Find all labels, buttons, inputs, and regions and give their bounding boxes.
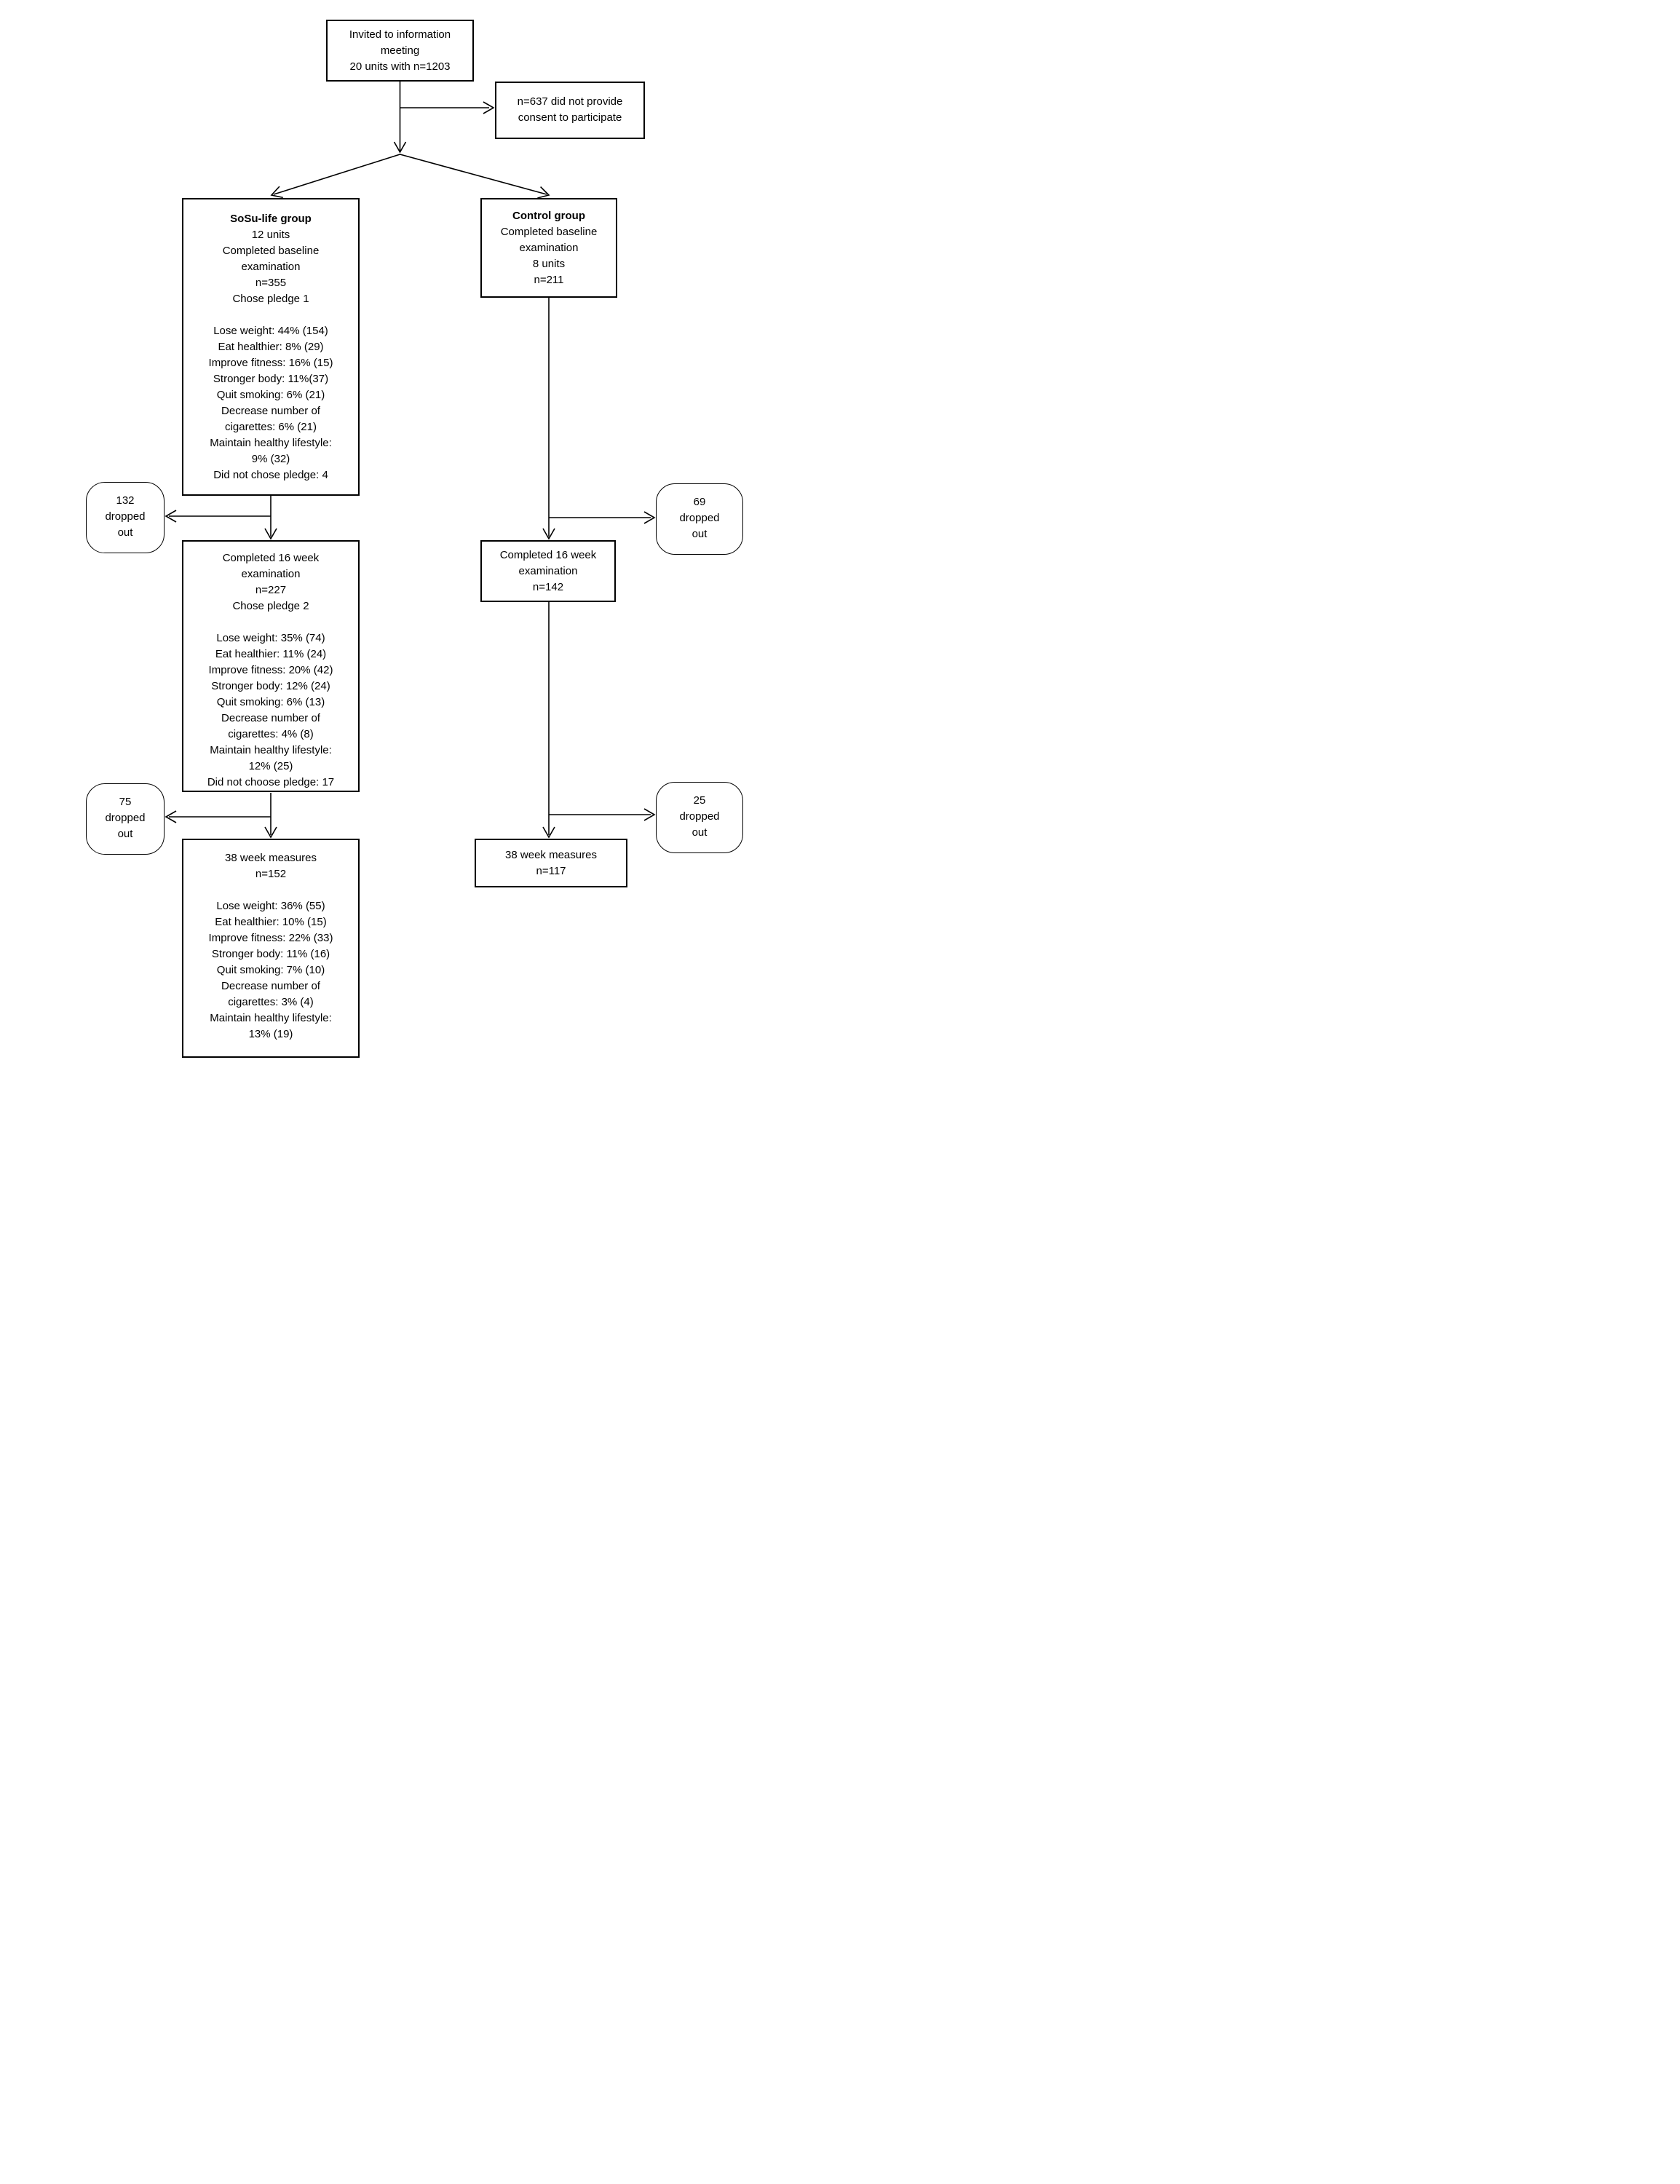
connector-dropout-69-branch [549,511,656,524]
arrowhead-down-icon [542,528,555,540]
arrowhead-left-icon [165,810,177,823]
arrowhead-right-icon [483,101,495,114]
arrowhead-down-icon [542,826,555,839]
arrowhead-left-icon [165,510,177,523]
connector-dropout-132-branch [165,510,271,523]
connector-sosu-16wk [264,496,277,540]
connector-split-left [270,154,400,199]
arrowhead-down-right-icon [537,186,550,199]
arrowhead-down-icon [393,141,407,154]
arrowhead-down-icon [264,528,277,540]
connector-invited-down [393,82,407,154]
connector-control-16wk [542,298,555,540]
arrowhead-right-icon [643,808,656,821]
arrowhead-right-icon [643,511,656,524]
connector-control-38wk [542,602,555,839]
connector-no-consent-branch [400,101,495,114]
connector-dropout-75-branch [165,810,271,823]
connector-sosu-38wk [264,793,277,839]
sosu-group-title: SoSu-life group [230,213,312,225]
arrowhead-down-left-icon [270,186,283,199]
connector-dropout-25-branch [549,808,656,821]
connector-split-right [400,154,550,199]
control-group-title: Control group [512,210,585,222]
flow-connectors [165,82,656,839]
arrowhead-down-icon [264,826,277,839]
